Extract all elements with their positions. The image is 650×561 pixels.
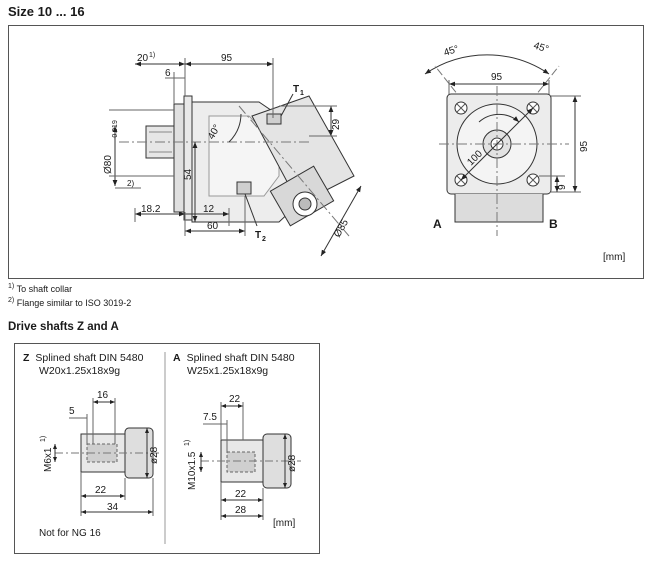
shaft-z-caption: Z Splined shaft DIN 5480 W20x1.25x18x9g [23, 352, 143, 378]
dim-18-2: 18.2 [141, 204, 161, 215]
side-view [109, 58, 362, 257]
footnote-1-text: To shaft collar [16, 284, 73, 294]
front-view [424, 54, 581, 236]
unit-label-bottom: [mm] [273, 518, 295, 529]
shaft-a-drawing [199, 402, 301, 520]
top-drawing-panel: 20 1) 95 6 Ø80 -0.019 2) 54 29 40° 18.2 … [8, 25, 644, 279]
dim-front-height-95: 95 [579, 140, 590, 152]
shaft-drawings: 16 5 M6x1 1) ø28 22 34 Not for NG 16 [39, 352, 301, 544]
shaft-a-thread: M10x1.5 [187, 451, 198, 490]
shaft-z-thread-note: 1) [40, 436, 47, 442]
port-t1-label: T [293, 84, 299, 95]
dim-20-note: 1) [149, 52, 155, 59]
dim-20: 20 [137, 53, 149, 64]
dim-d80: Ø80 [103, 155, 114, 174]
angle-45-right: 45° [532, 40, 550, 55]
mounting-flange [173, 103, 185, 213]
shaft-z-dim-28: ø28 [149, 446, 160, 464]
dim-54: 54 [183, 168, 194, 180]
port-t1-index: 1 [300, 90, 304, 97]
port-b-label: B [549, 217, 558, 231]
shaft-a-letter: A [173, 352, 181, 364]
shaft-z-title: Splined shaft DIN 5480 [35, 352, 144, 364]
drive-shafts-title: Drive shafts Z and A [8, 321, 119, 333]
footnote-2-text: Flange similar to ISO 3019-2 [16, 298, 132, 308]
shaft-z-dim-22: 22 [95, 485, 107, 496]
angle-45-left: 45° [443, 44, 461, 59]
port-t2 [236, 181, 252, 195]
dim-95: 95 [221, 53, 233, 64]
port-t2-index: 2 [262, 236, 266, 243]
front-port-housing [454, 194, 544, 223]
dim-d80-tolerance: -0.019 [112, 120, 119, 140]
shaft-a-caption: A Splined shaft DIN 5480 W25x1.25x18x9g [173, 352, 295, 378]
shaft-a-dim-22: 22 [235, 489, 247, 500]
dim-6: 6 [165, 68, 171, 79]
shaft-z-note: Not for NG 16 [39, 528, 101, 539]
dimension-drawing: 20 1) 95 6 Ø80 -0.019 2) 54 29 40° 18.2 … [103, 40, 625, 263]
port-a-label: A [433, 217, 442, 231]
shaft-a-labels: 22 7.5 M10x1.5 1) ø28 22 28 [184, 394, 298, 516]
shaft-z-dim-5: 5 [69, 406, 75, 417]
shaft-a-dim-28-length: 28 [235, 505, 247, 516]
shaft-a-dim-28: ø28 [287, 454, 298, 472]
footnote-2: 2) Flange similar to ISO 3019-2 [8, 297, 131, 308]
footnote-1: 1) To shaft collar [8, 283, 72, 294]
shaft-z-dim-34: 34 [107, 502, 119, 513]
flange-note-mark: 2) [127, 179, 134, 188]
port-t1 [266, 113, 282, 125]
shaft-z-labels: 16 5 M6x1 1) ø28 22 34 [40, 390, 160, 513]
shaft-a-dim-7-5: 7.5 [203, 412, 217, 423]
footnote-1-mark: 1) [8, 283, 15, 290]
shaft-a-title: Splined shaft DIN 5480 [186, 352, 295, 364]
footnote-2-mark: 2) [8, 297, 15, 304]
dim-12: 12 [203, 204, 215, 215]
shaft-z-dim-16: 16 [97, 390, 109, 401]
dim-front-width-95: 95 [491, 72, 503, 83]
shaft-z-thread: M6x1 [43, 447, 54, 472]
drive-shafts-panel: Z Splined shaft DIN 5480 W20x1.25x18x9g A… [14, 343, 320, 554]
port-t2-label: T [255, 230, 261, 241]
dim-29: 29 [331, 118, 342, 130]
side-view-labels: 20 1) 95 6 Ø80 -0.019 2) 54 29 40° 18.2 … [103, 52, 351, 243]
shaft-a-spec: W25x1.25x18x9g [187, 365, 269, 377]
shaft-z-drawing [53, 398, 161, 516]
shaft-z-spec: W20x1.25x18x9g [39, 365, 121, 377]
shaft-a-thread-note: 1) [184, 440, 191, 446]
dim-60: 60 [207, 221, 219, 232]
shaft-z-letter: Z [23, 352, 30, 364]
dim-9: 9 [557, 184, 568, 190]
shaft-a-dim-22-top: 22 [229, 394, 241, 405]
size-title: Size 10 ... 16 [8, 4, 85, 19]
unit-label-top: [mm] [603, 252, 625, 263]
dim-d85: Ø85 [332, 217, 351, 239]
